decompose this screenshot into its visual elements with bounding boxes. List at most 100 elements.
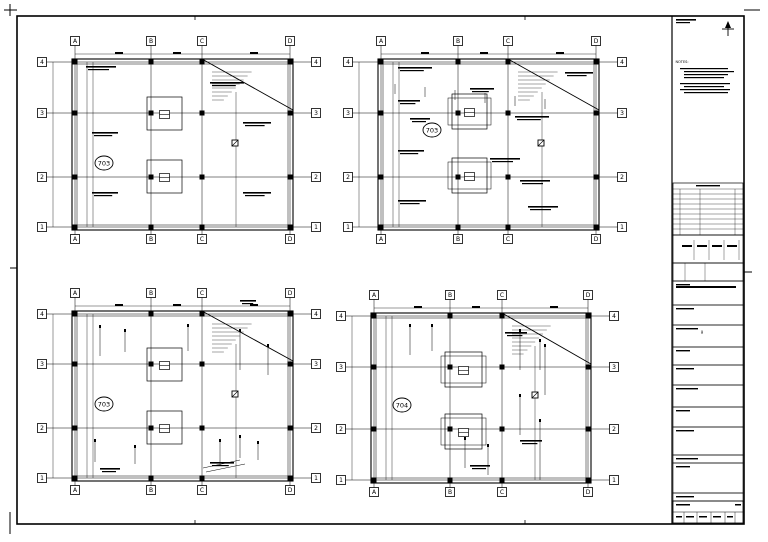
grid-bubble-label: A [372,489,377,496]
grid-bubble: 3 [609,362,619,372]
column-marker [593,224,599,230]
grid-bubble-label: 2 [40,425,44,432]
column-marker [447,477,453,483]
opening-box-outer [447,161,492,190]
detail-marker-slash [537,139,545,147]
grid-bubble-label: 3 [339,364,343,371]
column-marker [378,174,384,180]
dimension-label [115,304,123,306]
grid-bubble-frame [311,108,321,118]
column-marker [199,311,205,317]
column-marker [148,361,154,367]
grid-bubble-label: 3 [314,110,318,117]
grid-bubble: C [503,234,513,244]
grid-bubble: C [197,234,207,244]
grid-bubble: 3 [617,108,627,118]
grid-bubble-label: 1 [346,224,350,231]
drawing-title-text [676,286,736,288]
annotation-line-2 [517,119,541,121]
title-field-label [676,328,698,330]
diagonal-edge [507,58,600,111]
dimension-label [472,306,480,308]
slab-inner-edge [375,317,587,479]
grid-bubble: 4 [336,311,346,321]
grid-bubble-frame [503,234,513,244]
slab-inner-edge [76,63,289,226]
annotation-line-1 [92,132,118,134]
leader-line [202,459,241,469]
detail-marker-slash [231,390,239,398]
column-marker [148,59,154,65]
grid-bubble-label: C [500,292,504,299]
leader-arrow [124,329,126,332]
grid-bubble-label: D [594,38,599,45]
grid-bubble-label: 2 [612,426,616,433]
column-marker [499,477,505,483]
grid-bubble: 1 [336,475,346,485]
seal-label [712,245,722,247]
annotation-line-2 [492,161,513,163]
grid-bubble-label: D [594,236,599,243]
leader-line [205,463,246,473]
annotation-line-2 [400,103,416,105]
detail-marker-slash [531,391,539,399]
annotation-line-2 [400,153,419,155]
annotation-line-1 [490,158,520,160]
title-field-label [676,496,694,498]
grid-bubble: A [70,234,80,244]
grid-bubble: 2 [311,172,321,182]
title-field [672,324,744,348]
grid-bubble: 1 [37,222,47,232]
grid-bubble-label: 2 [314,174,318,181]
sheet-number-text [699,516,707,518]
grid-bubble: 2 [343,172,353,182]
annotation-line-1 [243,192,271,194]
grid-bubble-frame [617,222,627,232]
annotation-text [565,72,593,77]
grid-bubble-frame [37,172,47,182]
annotation-line-1 [86,66,116,68]
column-marker [585,426,591,432]
annotation-line-2 [400,203,420,205]
seal-label [727,245,737,247]
annotation-line-2 [88,69,109,71]
grid-bubble-label: 3 [620,110,624,117]
grid-bubble-label: 3 [40,361,44,368]
grid-bubble-label: 1 [40,475,44,482]
annotation-line-1 [565,72,593,74]
grid-bubble-frame [336,362,346,372]
column-marker [148,475,154,481]
annotation-line-2 [530,209,551,211]
room-tag-ellipse [392,397,412,413]
grid-bubble-frame [617,57,627,67]
column-marker [585,313,591,319]
north-arrow-icon [722,21,734,36]
grid-bubble: 4 [311,57,321,67]
leader-arrow [219,439,221,442]
annotation-line-1 [92,192,118,194]
leader-arrow [539,419,541,422]
annotation-line-1 [240,300,256,302]
annotation-line-1 [100,468,120,470]
grid-bubble-label: D [288,290,293,297]
grid-bubble-frame [311,222,321,232]
annotation-line-1 [410,118,430,120]
grid-bubble: D [285,36,295,46]
column-marker [447,426,453,432]
grid-bubble-label: 4 [612,313,616,320]
column-marker [499,426,505,432]
grid-bubble: B [445,487,455,497]
room-tag-label: 703 [98,160,110,168]
room-tag-ellipse [422,122,442,138]
annotation-line-1 [398,150,424,152]
grid-bubble: A [369,487,379,497]
grid-bubble: B [146,36,156,46]
annotation-line-2 [242,303,254,305]
notes-heading: NOTES: [675,60,688,64]
grid-bubble: 4 [617,57,627,67]
column-marker [72,475,78,481]
title-field [672,346,744,366]
column-marker [287,425,293,431]
opening-box [444,351,483,388]
